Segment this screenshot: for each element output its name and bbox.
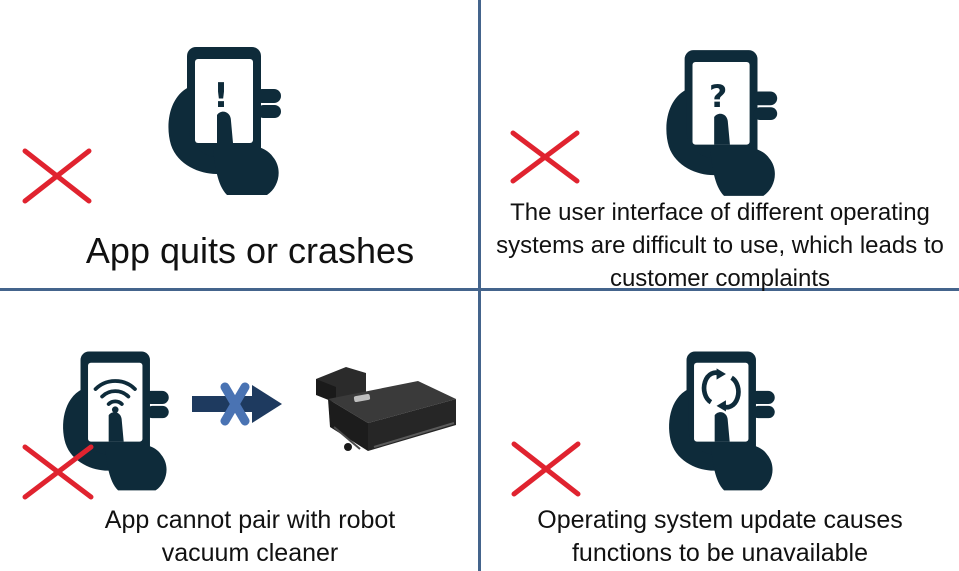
screen-symbol: ! [213,76,229,116]
robot-vacuum-image [316,367,456,451]
caption-ui-difficult: The user interface of different operatin… [496,199,944,292]
caption-app-crashes: App quits or crashes [85,230,415,271]
red-cross-icon [22,444,94,500]
phone-sync-icon [669,351,775,491]
vertical-divider [478,0,481,571]
panel-os-update: Operating system update causes functions… [481,291,959,571]
phone-question-icon: ? [666,50,778,196]
screen-symbol: ? [709,79,727,115]
red-cross-icon [22,148,92,204]
panel-pairing-failure: App cannot pair with robot vacuum cleane… [0,291,478,571]
caption-os-update: Operating system update causes functions… [537,506,903,567]
caption-pairing-failure: App cannot pair with robot vacuum cleane… [104,506,396,567]
horizontal-divider [0,288,959,291]
red-cross-icon [511,441,581,497]
red-cross-icon [510,130,580,184]
panel-app-crashes: ! App quits or crashes [0,0,478,288]
blocked-arrow-icon [192,382,282,426]
phone-exclamation-icon: ! [168,47,281,195]
panel-ui-difficult: ? The user interface of different operat… [481,0,959,292]
phone-wifi-icon [63,351,169,491]
